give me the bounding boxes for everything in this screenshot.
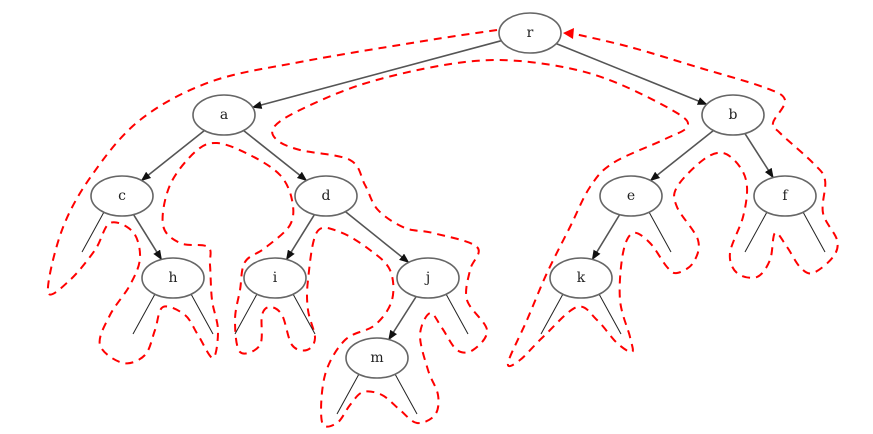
- euler-tour-path: [46, 29, 839, 428]
- edge-b-e: [649, 129, 714, 182]
- null-child-m-right: [394, 373, 418, 415]
- tree-node-f: f: [753, 175, 817, 217]
- node-ellipse: [599, 175, 663, 217]
- node-ellipse: [192, 94, 256, 136]
- tour-arrowhead-icon: [563, 28, 574, 39]
- node-label: i: [273, 270, 278, 286]
- node-label: e: [627, 188, 635, 204]
- tree-node-e: e: [599, 175, 663, 217]
- edge-j-m: [388, 296, 417, 341]
- edge-r-b: [555, 42, 708, 106]
- null-child-i-left: [234, 293, 258, 335]
- null-child-c-left: [81, 211, 105, 253]
- node-label: f: [782, 188, 789, 204]
- node-label: b: [729, 107, 738, 123]
- node-ellipse: [294, 175, 358, 217]
- edge-r-a: [251, 39, 502, 109]
- null-child-k-left: [540, 293, 564, 335]
- tree-node-i: i: [243, 257, 307, 299]
- null-child-m-left: [336, 373, 360, 415]
- edge-a-c: [140, 129, 205, 182]
- null-child-h-left: [132, 293, 156, 335]
- node-ellipse: [549, 257, 613, 299]
- null-child-i-right: [292, 293, 316, 335]
- tree-node-r: r: [498, 12, 562, 54]
- tree-node-h: h: [141, 257, 205, 299]
- tree-node-c: c: [90, 175, 154, 217]
- node-label: c: [118, 188, 126, 204]
- tree-node-m: m: [345, 337, 409, 379]
- node-label: m: [370, 350, 383, 366]
- edge-c-h: [132, 214, 163, 261]
- node-label: j: [424, 270, 430, 286]
- node-label: r: [527, 25, 534, 41]
- tree-node-d: d: [294, 175, 358, 217]
- node-ellipse: [345, 337, 409, 379]
- edge-e-k: [591, 214, 621, 261]
- node-ellipse: [396, 257, 460, 299]
- null-child-k-right: [598, 293, 622, 335]
- node-ellipse: [243, 257, 307, 299]
- node-label: d: [322, 188, 331, 204]
- null-child-j-right: [445, 293, 469, 335]
- null-child-f-right: [802, 211, 826, 253]
- edge-d-i: [285, 214, 316, 261]
- node-ellipse: [498, 12, 562, 54]
- tree-node-j: j: [396, 257, 460, 299]
- node-label: k: [577, 270, 586, 286]
- node-ellipse: [90, 175, 154, 217]
- node-label: a: [220, 107, 228, 123]
- node-ellipse: [701, 94, 765, 136]
- tree-node-a: a: [192, 94, 256, 136]
- tree-node-b: b: [701, 94, 765, 136]
- node-ellipse: [753, 175, 817, 217]
- node-label: h: [168, 270, 177, 286]
- edge-b-f: [744, 133, 774, 179]
- null-child-f-left: [744, 211, 768, 253]
- tree-node-k: k: [549, 257, 613, 299]
- null-child-h-right: [190, 293, 214, 335]
- node-ellipse: [141, 257, 205, 299]
- edge-d-j: [344, 210, 410, 264]
- edge-a-d: [243, 129, 308, 182]
- null-child-e-right: [648, 211, 672, 253]
